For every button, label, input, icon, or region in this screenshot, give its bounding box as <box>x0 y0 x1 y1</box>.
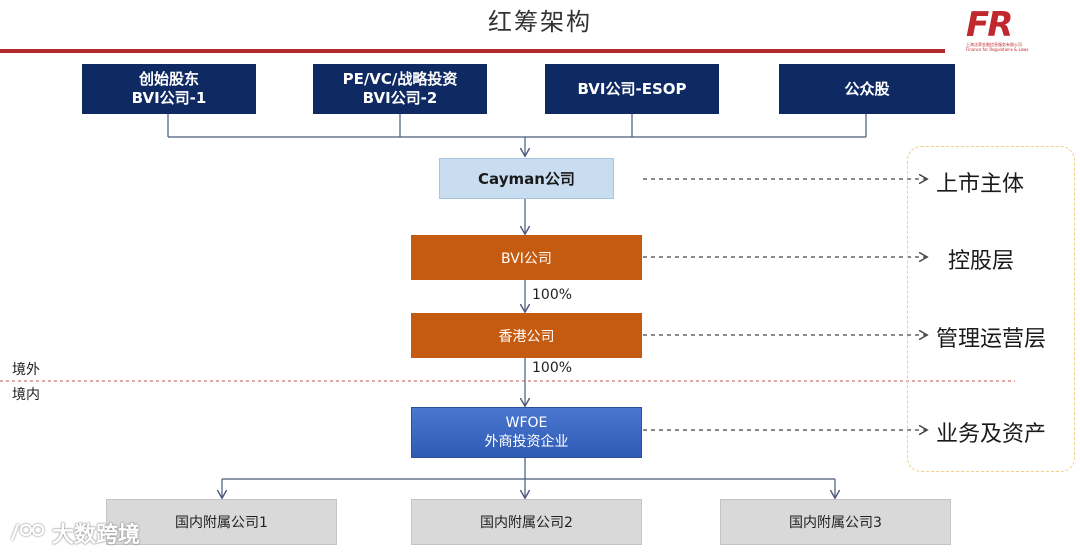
page-title: 红筹架构 <box>488 8 592 36</box>
onshore-label: 境内 <box>12 387 40 403</box>
logo-mark: FR <box>966 5 1013 45</box>
header-divider <box>0 49 945 53</box>
shareholder-label: PE/VC/战略投资 <box>342 70 458 88</box>
wfoe-sublabel: 外商投资企业 <box>484 433 569 450</box>
layer-listing-entity: 上市主体 <box>936 172 1025 197</box>
layer-holding: 控股层 <box>948 249 1015 274</box>
hk-company-box: 香港公司 <box>411 313 642 358</box>
wfoe-label: WFOE <box>505 414 548 431</box>
subsidiary-box: 国内附属公司3 <box>720 499 951 545</box>
layer-business-assets: 业务及资产 <box>936 422 1047 447</box>
shareholder-label: BVI公司-ESOP <box>577 79 687 98</box>
wfoe-box: WFOE 外商投资企业 <box>411 407 642 458</box>
shareholder-label: 公众股 <box>844 79 890 98</box>
ownership-percent-hk-wfoe: 100% <box>532 360 573 376</box>
shareholder-pevc-bvi-2: PE/VC/战略投资 BVI公司-2 <box>313 64 487 114</box>
layer-labels-frame <box>907 146 1075 472</box>
hk-label: 香港公司 <box>498 328 555 345</box>
subsidiary-label: 国内附属公司3 <box>789 515 882 531</box>
bvi-company-box: BVI公司 <box>411 235 642 280</box>
logo-subtitle: 上海法荣金融信息服务有限公司 <box>966 42 1022 47</box>
ownership-percent-bvi-hk: 100% <box>532 287 573 303</box>
shareholder-label: 创始股东 <box>138 70 199 88</box>
shareholder-founder-bvi-1: 创始股东 BVI公司-1 <box>82 64 256 114</box>
offshore-label: 境外 <box>12 362 40 378</box>
subsidiary-box: 国内附属公司1 <box>106 499 337 545</box>
cayman-company-box: Cayman公司 <box>439 158 614 199</box>
fr-logo: FR 上海法荣金融信息服务有限公司 Finance for Regulation… <box>966 8 1036 62</box>
shareholder-bvi-esop: BVI公司-ESOP <box>545 64 719 114</box>
watermark-text: 大数跨境 <box>52 523 141 548</box>
shareholder-public: 公众股 <box>779 64 955 114</box>
layer-operations-management: 管理运营层 <box>936 327 1047 352</box>
shareholder-sublabel: BVI公司-2 <box>362 89 438 107</box>
bvi-label: BVI公司 <box>501 250 552 267</box>
logo-tagline: Finance for Regulations & Laws <box>966 47 1029 52</box>
subsidiary-label: 国内附属公司2 <box>480 515 573 531</box>
cayman-label: Cayman公司 <box>478 170 575 188</box>
watermark-logo-icon <box>10 523 45 541</box>
shareholder-sublabel: BVI公司-1 <box>131 89 207 107</box>
subsidiary-box: 国内附属公司2 <box>411 499 642 545</box>
subsidiary-label: 国内附属公司1 <box>175 515 268 531</box>
